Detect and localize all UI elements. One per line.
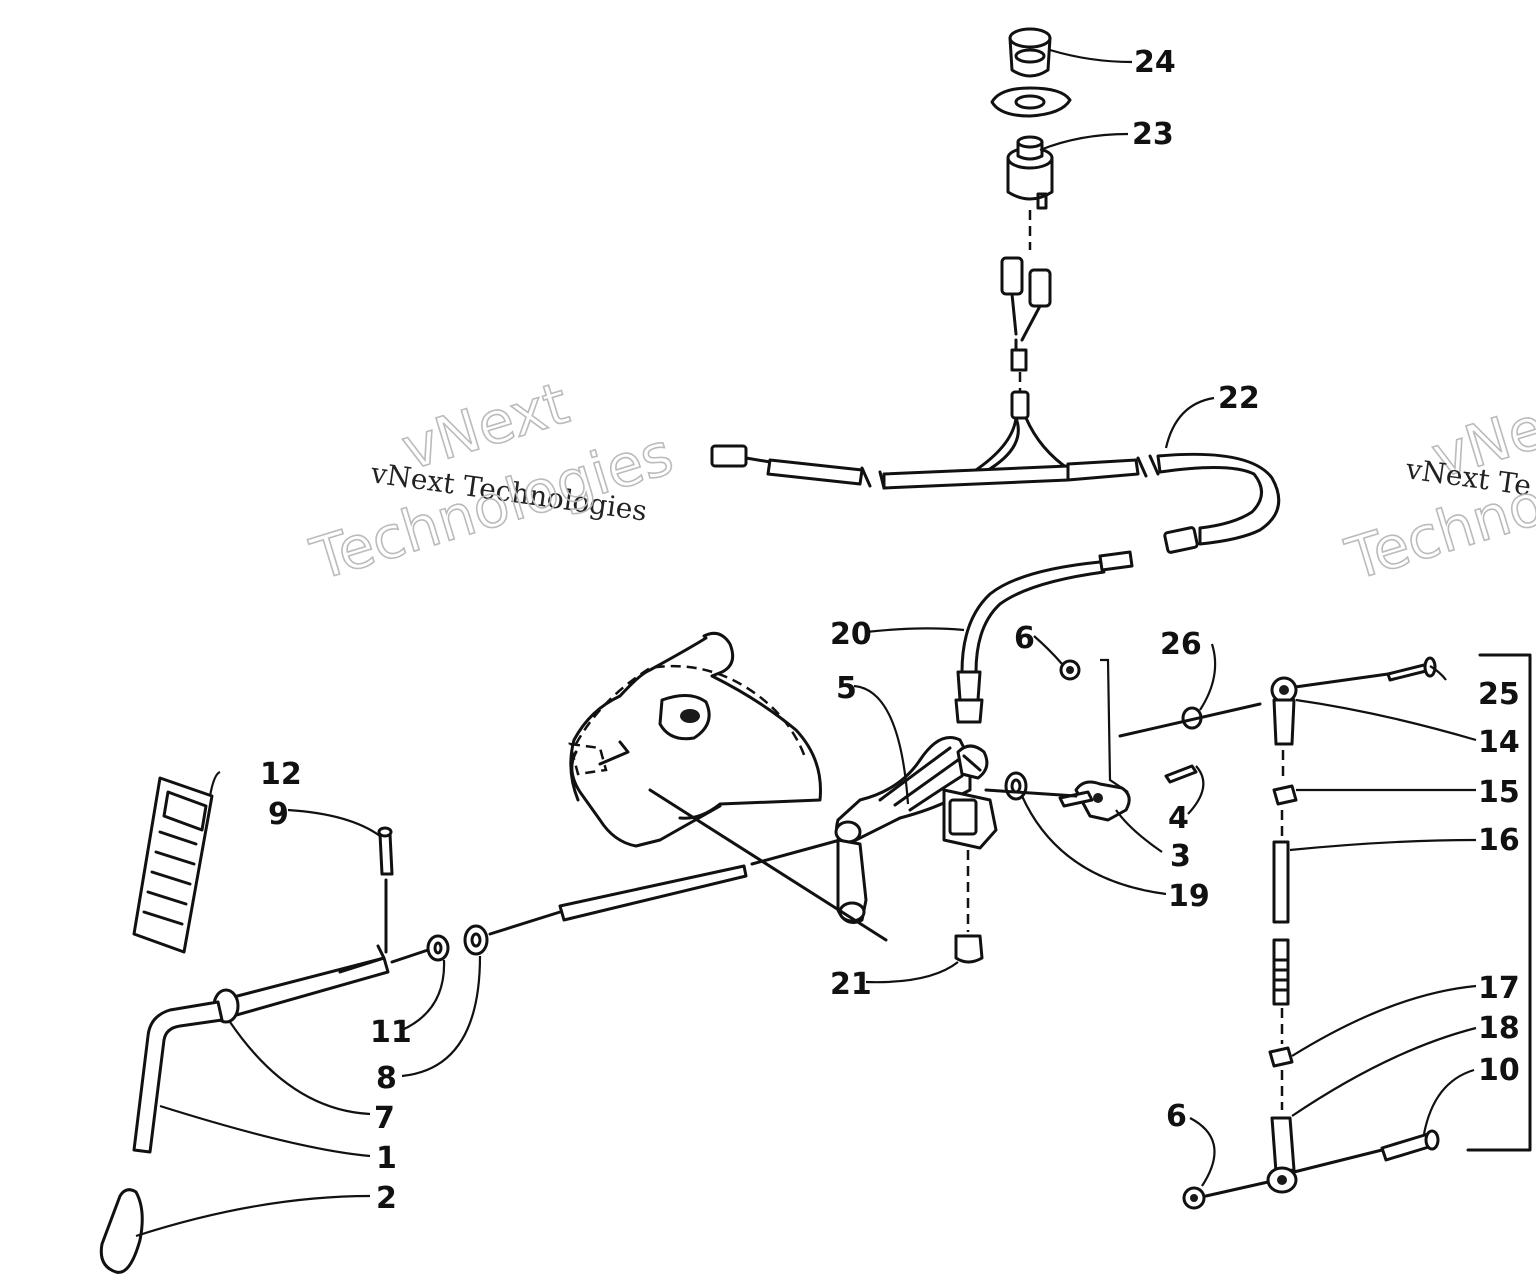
callout-21: 21: [830, 967, 872, 1002]
callout-20: 20: [830, 617, 872, 652]
callout-9: 9: [268, 797, 289, 832]
callout-25: 25: [1478, 677, 1520, 712]
alignment-line: [1292, 1148, 1384, 1174]
cotter-pin-part: [1164, 764, 1198, 784]
alignment-line: [488, 910, 562, 936]
mounting-plate-part: [990, 86, 1072, 118]
throttle-lever-arm-part: [132, 944, 390, 1154]
callout-11: 11: [370, 1015, 412, 1050]
grip-part: [99, 1188, 144, 1274]
threaded-rod-part: [1272, 840, 1290, 1006]
alignment-line: [750, 838, 842, 866]
callout-17: 17: [1478, 971, 1520, 1006]
cotter-pin-part: [377, 826, 394, 876]
rod-end-part: [1270, 676, 1298, 746]
nut-part: [1059, 659, 1081, 681]
callout-labels: 24 23 22 20 6 26 25 14 5 15 4 16 3 19 12…: [260, 45, 1520, 1216]
callout-22: 22: [1218, 381, 1260, 416]
watermark-left: vNext vNext Technologies Technologies: [302, 368, 681, 594]
bolt-part: [1380, 1129, 1440, 1162]
alignment-line: [1286, 672, 1390, 690]
alignment-line: [390, 948, 430, 964]
alignment-line: [1204, 1180, 1270, 1198]
nut-part: [954, 934, 984, 964]
callout-19: 19: [1168, 879, 1210, 914]
leader-lines: [135, 48, 1477, 1238]
callout-3: 3: [1170, 839, 1191, 874]
washer-part: [1004, 771, 1028, 801]
nut-part: [1272, 784, 1298, 806]
kill-switch-cable-part: [954, 550, 1134, 724]
ignition-switch-part: [1006, 135, 1054, 210]
cap-nut-part: [1008, 27, 1052, 78]
switch-connector-part: [1000, 256, 1052, 372]
callout-8: 8: [376, 1061, 397, 1096]
callout-12: 12: [260, 757, 302, 792]
throttle-lever-part: [834, 736, 998, 924]
wiring-harness-part: [710, 390, 1281, 554]
callout-6: 6: [1166, 1099, 1187, 1134]
alignment-line: [1118, 702, 1262, 738]
callout-2: 2: [376, 1181, 397, 1216]
alignment-line: [648, 788, 888, 942]
callout-1: 1: [376, 1141, 397, 1176]
decal-part: [132, 776, 214, 954]
callout-5: 5: [836, 671, 857, 706]
callout-15: 15: [1478, 775, 1520, 810]
callout-10: 10: [1478, 1053, 1520, 1088]
callout-23: 23: [1132, 117, 1174, 152]
console-housing-part: [568, 631, 822, 848]
watermark-right: vNe vNext Te Techno: [1337, 392, 1536, 594]
callout-24: 24: [1134, 45, 1176, 80]
washer-part: [426, 934, 450, 962]
callout-7: 7: [374, 1101, 395, 1136]
callout-18: 18: [1478, 1011, 1520, 1046]
throttle-shaft-part: [558, 864, 748, 922]
nut-part: [1268, 1046, 1294, 1068]
washer-part: [463, 924, 489, 956]
callout-14: 14: [1478, 725, 1520, 760]
callout-16: 16: [1478, 823, 1520, 858]
alignment-line: [984, 788, 1078, 798]
callout-4: 4: [1168, 801, 1189, 836]
bolt-part: [1386, 656, 1437, 682]
nut-part: [1182, 1186, 1206, 1210]
rod-end-part: [1266, 1116, 1298, 1194]
group-bracket-line: [1466, 653, 1532, 1152]
callout-6: 6: [1014, 621, 1035, 656]
callout-26: 26: [1160, 627, 1202, 662]
